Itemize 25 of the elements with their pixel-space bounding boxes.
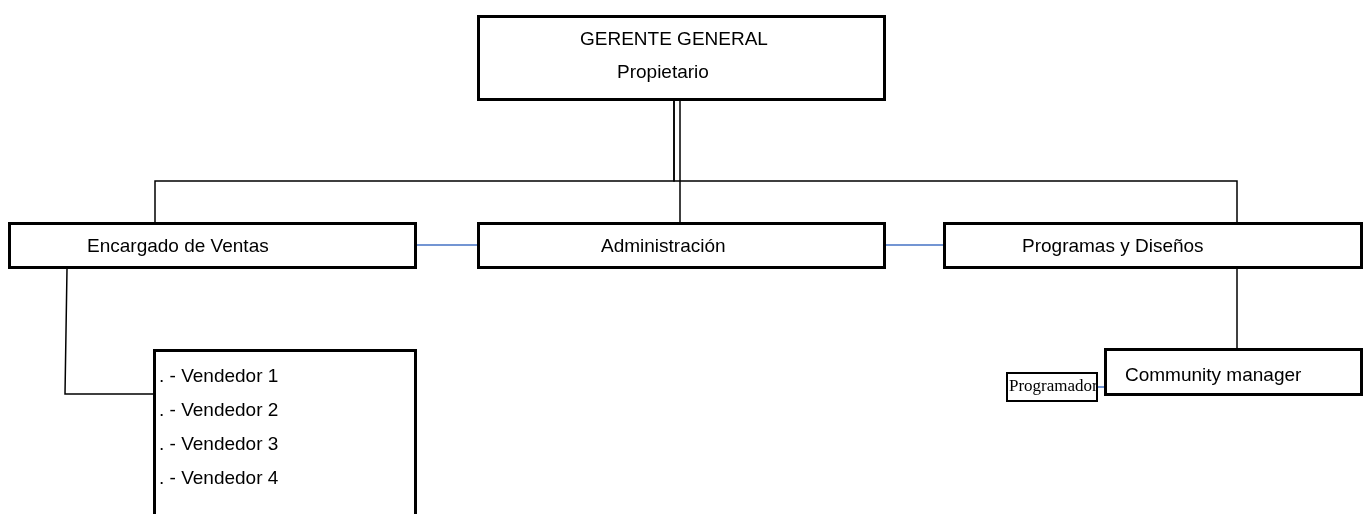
staff-list-box [153,349,417,514]
position-box [8,222,417,269]
position-label: . - Vendedor 2 [159,399,279,421]
connector-line [885,244,944,246]
position-box [477,222,886,269]
position-box [477,15,886,101]
position-label: . - Vendedor 4 [159,467,279,489]
position-label: . - Vendedor 1 [159,365,279,387]
connector-line [1236,268,1238,349]
position-label: . - Vendedor 3 [159,433,279,455]
position-label: Programas y Diseños [1022,235,1204,257]
position-title: GERENTE GENERAL [580,28,768,50]
position-label: Programador [1009,376,1098,396]
position-label: Administración [601,235,726,257]
connector-line [416,244,478,246]
position-label: Propietario [617,61,709,83]
connector-line [673,100,1238,223]
position-box [1104,348,1363,396]
connector-line [679,100,681,223]
position-label: Community manager [1125,364,1302,386]
connector-line [64,268,154,395]
position-label: Encargado de Ventas [87,235,269,257]
position-box [1006,372,1098,402]
connector-line [1097,386,1105,388]
position-box [943,222,1363,269]
